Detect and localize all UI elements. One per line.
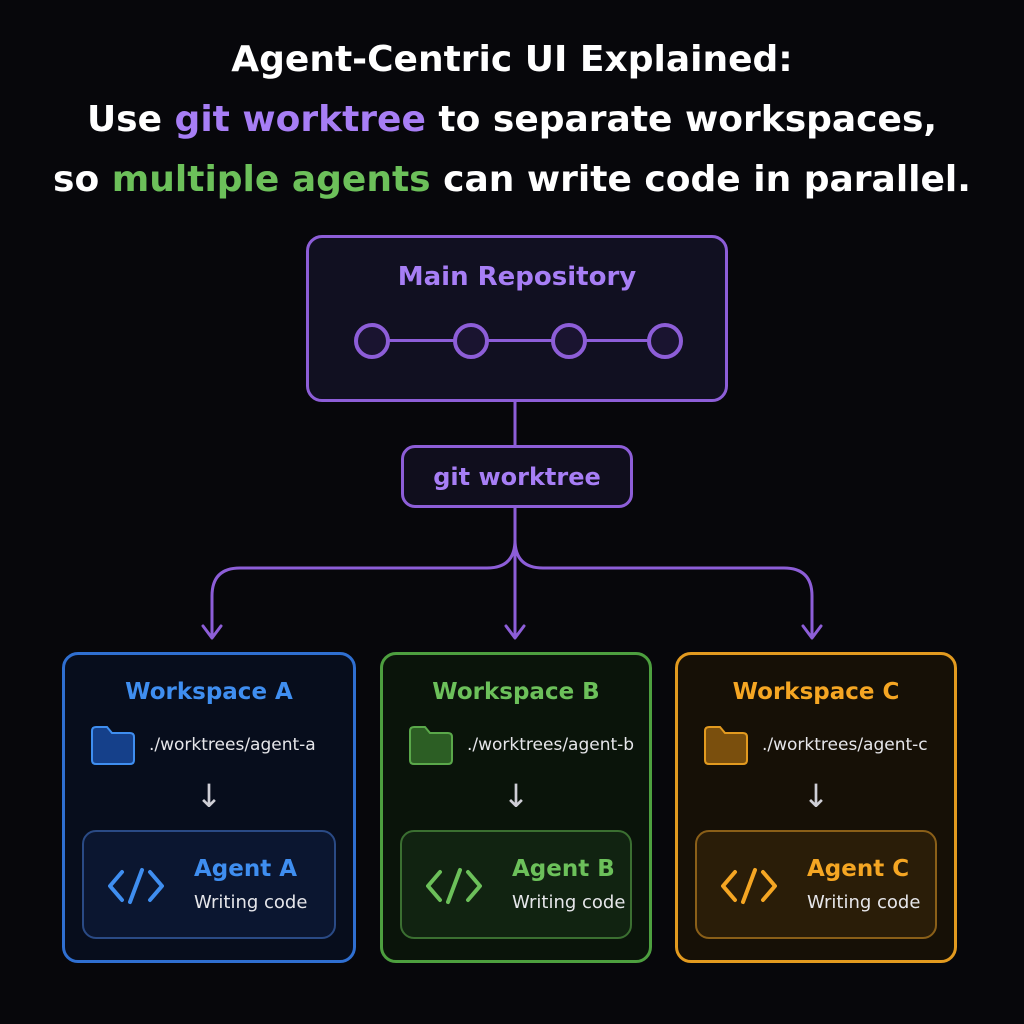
title-block: Agent-Centric UI Explained: Use git work… [0,30,1024,210]
arrowhead-left [201,624,223,640]
code-icon [426,868,482,904]
title-line-2: Use git worktree to separate workspaces, [0,90,1024,150]
agent-b-box: Agent B Writing code [400,830,632,939]
code-icon [721,868,777,904]
down-arrow-icon: ↓ [802,777,830,815]
commit-node-1 [354,323,390,359]
workspace-title: Workspace B [432,679,600,705]
folder-icon [704,726,748,765]
workspace-a-card: Workspace A ./worktrees/agent-a ↓ Agent … [62,652,356,963]
arrowhead-center [504,624,526,640]
main-repository-label: Main Repository [397,262,637,292]
title-highlight-multiple-agents: multiple agents [111,159,431,200]
agent-name: Agent B [512,856,615,882]
workspace-title: Workspace A [125,679,293,705]
title-line-2-post: to separate workspaces, [425,99,938,140]
commit-history-line [369,339,669,342]
agent-a-box: Agent A Writing code [82,830,336,939]
down-arrow-icon: ↓ [502,777,530,815]
agent-text: Agent C Writing code [807,854,920,918]
workspace-path: ./worktrees/agent-b [467,735,635,755]
git-worktree-box: git worktree [401,445,633,508]
folder-icon [409,726,453,765]
title-line-3-post: can write code in parallel. [430,159,971,200]
workspace-path-row: ./worktrees/agent-b [407,723,639,767]
agent-text: Agent B Writing code [512,854,625,918]
git-worktree-label: git worktree [433,462,601,491]
workspace-c-card: Workspace C ./worktrees/agent-c ↓ Agent … [675,652,957,963]
agent-name: Agent C [807,856,910,882]
agent-c-box: Agent C Writing code [695,830,937,939]
down-arrow-icon: ↓ [195,777,223,815]
folder-icon [91,726,135,765]
title-line-1: Agent-Centric UI Explained: [231,39,793,80]
workspace-path-row: ./worktrees/agent-c [702,723,944,767]
agent-status: Writing code [807,892,921,913]
branch-left-path [210,538,517,636]
main-repository-box: Main Repository [306,235,728,402]
agent-text: Agent A Writing code [194,854,307,918]
agent-status: Writing code [512,892,626,913]
agent-name: Agent A [194,856,298,882]
branch-right-path [513,538,814,636]
workspace-b-card: Workspace B ./worktrees/agent-b ↓ Agent … [380,652,652,963]
agent-status: Writing code [194,892,308,913]
title-line-2-pre: Use [86,99,175,140]
workspace-path: ./worktrees/agent-c [762,735,928,755]
arrowhead-right [801,624,823,640]
title-highlight-git-worktree: git worktree [174,99,426,140]
commit-node-4 [647,323,683,359]
workspace-path-row: ./worktrees/agent-a [89,723,343,767]
workspace-title: Workspace C [732,679,900,705]
title-line-3: so multiple agents can write code in par… [0,150,1024,210]
code-icon [108,868,164,904]
title-line-3-pre: so [53,159,112,200]
commit-node-3 [551,323,587,359]
workspace-path: ./worktrees/agent-a [149,735,316,755]
commit-node-2 [453,323,489,359]
